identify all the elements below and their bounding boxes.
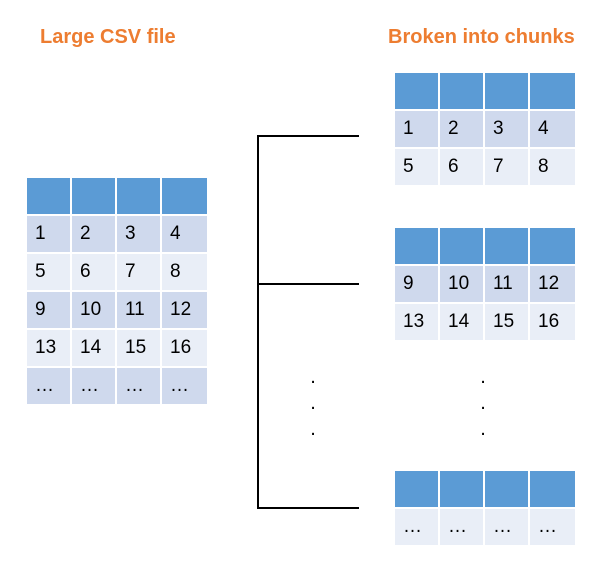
table-cell: 14	[440, 304, 485, 342]
table-cell: 11	[485, 266, 530, 304]
table-cell: …	[117, 368, 162, 406]
table-cell: 7	[485, 149, 530, 187]
header-cell	[72, 178, 117, 216]
table-cell: 2	[440, 111, 485, 149]
table-cell: …	[395, 509, 440, 547]
header-cell	[395, 228, 440, 266]
header-cell	[485, 471, 530, 509]
table-header-row	[395, 73, 575, 111]
table-cell: 15	[117, 330, 162, 368]
header-cell	[440, 73, 485, 111]
chunk-table: … … … …	[395, 471, 575, 547]
chunk-table: 1 2 3 4 5 6 7 8	[395, 73, 575, 187]
table-cell: 4	[162, 216, 207, 254]
table-cell: 8	[530, 149, 575, 187]
table-row: 1 2 3 4	[27, 216, 207, 254]
large-csv-table: 1 2 3 4 5 6 7 8 9 10 11 12 13 14 15 16 ……	[27, 178, 207, 406]
table-header-row	[395, 228, 575, 266]
table-cell: 6	[72, 254, 117, 292]
table-cell: 9	[395, 266, 440, 304]
table-row: 9 10 11 12	[395, 266, 575, 304]
ellipsis-dots: ...	[310, 366, 316, 440]
table-cell: 13	[395, 304, 440, 342]
header-cell	[530, 228, 575, 266]
chunk-table: 9 10 11 12 13 14 15 16	[395, 228, 575, 342]
table-cell: 5	[27, 254, 72, 292]
table-cell: 10	[440, 266, 485, 304]
header-cell	[530, 73, 575, 111]
table-cell: 13	[27, 330, 72, 368]
table-cell: …	[440, 509, 485, 547]
table-cell: 3	[485, 111, 530, 149]
table-cell: 16	[530, 304, 575, 342]
table-cell: …	[162, 368, 207, 406]
header-cell	[27, 178, 72, 216]
table-cell: 15	[485, 304, 530, 342]
table-cell: …	[530, 509, 575, 547]
table-row: 1 2 3 4	[395, 111, 575, 149]
table-cell: 12	[162, 292, 207, 330]
table-cell: …	[27, 368, 72, 406]
header-cell	[440, 471, 485, 509]
table-header-row	[395, 471, 575, 509]
table-row: … … … …	[395, 509, 575, 547]
header-cell	[117, 178, 162, 216]
table-cell: 1	[27, 216, 72, 254]
table-row: 5 6 7 8	[27, 254, 207, 292]
table-cell: …	[72, 368, 117, 406]
header-cell	[162, 178, 207, 216]
table-cell: 3	[117, 216, 162, 254]
table-cell: 11	[117, 292, 162, 330]
table-cell: 5	[395, 149, 440, 187]
header-cell	[485, 228, 530, 266]
table-cell: 16	[162, 330, 207, 368]
chunks-title: Broken into chunks	[388, 26, 575, 48]
ellipsis-dots: ...	[480, 366, 486, 440]
table-row: 13 14 15 16	[27, 330, 207, 368]
table-cell: 9	[27, 292, 72, 330]
table-row: … … … …	[27, 368, 207, 406]
table-cell: …	[485, 509, 530, 547]
large-csv-file-title: Large CSV file	[40, 26, 176, 48]
header-cell	[395, 73, 440, 111]
table-row: 5 6 7 8	[395, 149, 575, 187]
header-cell	[485, 73, 530, 111]
header-cell	[530, 471, 575, 509]
table-cell: 4	[530, 111, 575, 149]
table-cell: 7	[117, 254, 162, 292]
table-cell: 6	[440, 149, 485, 187]
table-cell: 12	[530, 266, 575, 304]
table-cell: 2	[72, 216, 117, 254]
table-cell: 8	[162, 254, 207, 292]
header-cell	[395, 471, 440, 509]
table-row: 9 10 11 12	[27, 292, 207, 330]
header-cell	[440, 228, 485, 266]
table-cell: 14	[72, 330, 117, 368]
table-cell: 1	[395, 111, 440, 149]
table-cell: 10	[72, 292, 117, 330]
table-header-row	[27, 178, 207, 216]
table-row: 13 14 15 16	[395, 304, 575, 342]
